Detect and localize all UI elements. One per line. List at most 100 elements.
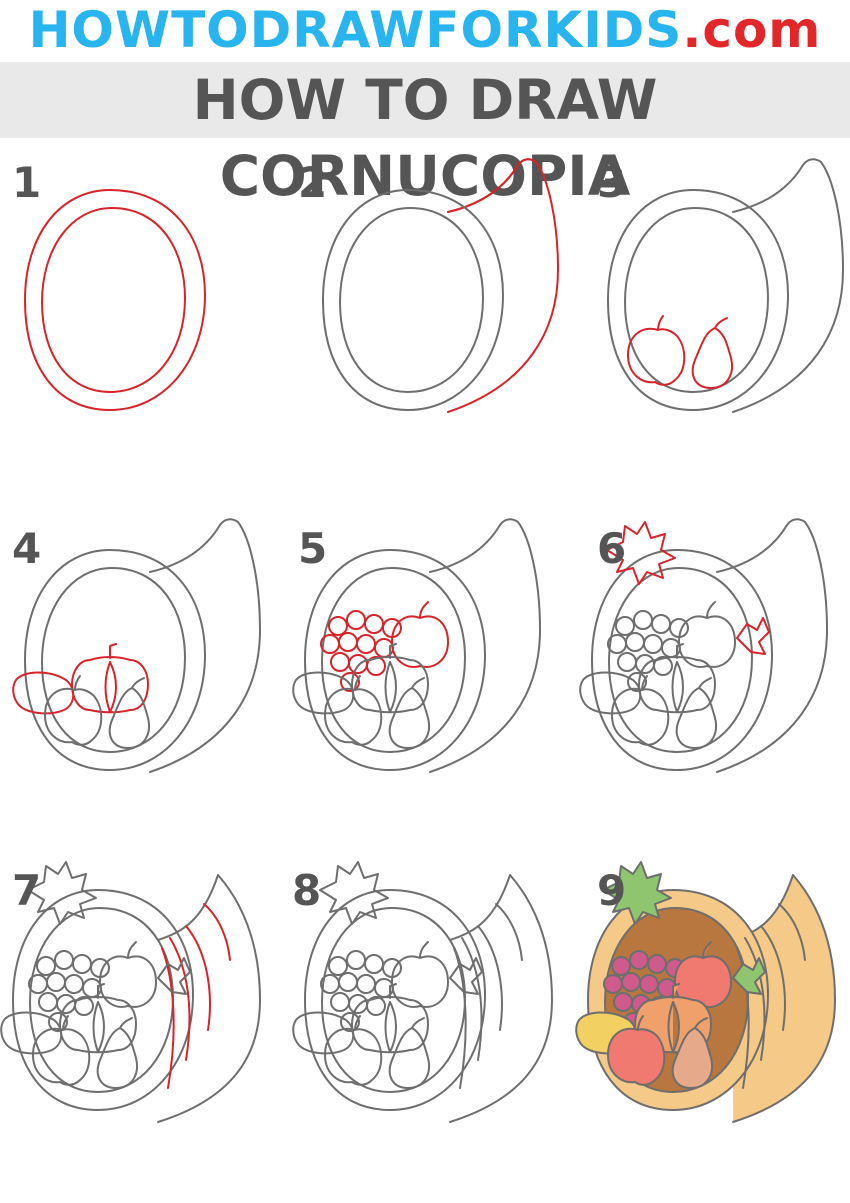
step-number-3: 3 bbox=[597, 158, 627, 207]
apple bbox=[324, 675, 383, 746]
grape-10 bbox=[56, 994, 76, 1014]
basket-rim-inner bbox=[339, 207, 484, 393]
horn-tip bbox=[447, 158, 537, 213]
grape-1 bbox=[328, 956, 348, 976]
grape-9 bbox=[38, 992, 58, 1012]
corn bbox=[0, 1011, 63, 1055]
pumpkin bbox=[351, 643, 429, 714]
page-title: HOW TO DRAW CORNUCOPIA bbox=[192, 68, 658, 208]
grape-7 bbox=[643, 634, 663, 654]
horn-outline bbox=[157, 874, 261, 1123]
basket-rim-inner bbox=[321, 907, 466, 1093]
apple bbox=[44, 675, 103, 746]
grape-1 bbox=[36, 956, 56, 976]
horn-stripe-1 bbox=[495, 903, 523, 961]
basket-rim-inner bbox=[321, 567, 466, 753]
corn bbox=[292, 671, 355, 715]
step-number-7: 7 bbox=[12, 866, 42, 915]
step-3-drawing bbox=[607, 158, 844, 413]
grape-10 bbox=[635, 654, 655, 674]
basket-rim-outer bbox=[607, 189, 789, 411]
grape-1 bbox=[615, 616, 635, 636]
apple bbox=[627, 315, 686, 386]
basket-rim-inner bbox=[41, 207, 186, 393]
basket-rim-outer bbox=[304, 549, 486, 771]
corn bbox=[12, 671, 75, 715]
grape-12 bbox=[340, 672, 360, 692]
horn-outline bbox=[429, 518, 541, 773]
site-domain: HOWTODRAWFORKIDS bbox=[28, 1, 683, 59]
horn-stripe-2 bbox=[477, 925, 503, 1031]
back-apple bbox=[678, 601, 736, 668]
horn-stripe-2 bbox=[760, 925, 786, 1031]
grape-7 bbox=[356, 974, 376, 994]
pumpkin bbox=[638, 643, 716, 714]
basket-rim-outer bbox=[24, 189, 206, 411]
grape-11 bbox=[653, 656, 673, 676]
grape-10 bbox=[348, 994, 368, 1014]
step-2-drawing bbox=[322, 158, 559, 413]
grape-12 bbox=[48, 1012, 68, 1032]
side-leaf bbox=[732, 957, 766, 995]
horn-stripe-1 bbox=[778, 903, 806, 961]
step-5-drawing bbox=[292, 518, 541, 773]
pear bbox=[671, 1017, 713, 1089]
grape-2 bbox=[629, 950, 649, 970]
grape-11 bbox=[74, 996, 94, 1016]
step-4-drawing bbox=[12, 518, 261, 773]
step-8-drawing bbox=[292, 861, 553, 1123]
pear bbox=[675, 677, 717, 749]
basket-rim-inner bbox=[41, 567, 186, 753]
grape-3 bbox=[647, 954, 667, 974]
grape-2 bbox=[54, 950, 74, 970]
basket-rim-outer bbox=[322, 189, 504, 411]
side-leaf bbox=[736, 617, 770, 655]
horn-stripe-3 bbox=[169, 937, 191, 1061]
grape-3 bbox=[72, 954, 92, 974]
grape-6 bbox=[338, 972, 358, 992]
grape-2 bbox=[346, 610, 366, 630]
pear bbox=[388, 677, 430, 749]
basket-rim-outer bbox=[304, 889, 486, 1111]
basket-rim-outer bbox=[24, 549, 206, 771]
pumpkin bbox=[59, 983, 137, 1054]
basket-rim-inner bbox=[608, 567, 753, 753]
pear bbox=[691, 317, 733, 389]
basket-rim-inner bbox=[624, 207, 769, 393]
horn-outline bbox=[149, 518, 261, 773]
horn-outline bbox=[716, 518, 828, 773]
horn-stripe-3 bbox=[461, 937, 483, 1061]
title-band bbox=[0, 62, 850, 138]
side-leaf bbox=[449, 957, 483, 995]
grape-7 bbox=[639, 974, 659, 994]
step-number-2: 2 bbox=[298, 158, 328, 207]
grape-2 bbox=[633, 610, 653, 630]
grape-11 bbox=[366, 656, 386, 676]
horn-outline bbox=[732, 158, 844, 413]
grape-6 bbox=[338, 632, 358, 652]
maple-leaf bbox=[319, 861, 389, 925]
basket-rim-outer bbox=[12, 889, 194, 1111]
grape-5 bbox=[603, 974, 623, 994]
grape-10 bbox=[348, 654, 368, 674]
maple-leaf bbox=[606, 521, 676, 585]
grape-7 bbox=[64, 974, 84, 994]
basket-rim-inner bbox=[29, 907, 174, 1093]
step-number-4: 4 bbox=[12, 524, 42, 573]
horn-stripe-4 bbox=[736, 947, 750, 1089]
horn-stripe-4 bbox=[161, 947, 175, 1089]
pear bbox=[388, 1017, 430, 1089]
grape-9 bbox=[330, 652, 350, 672]
apple bbox=[607, 1015, 666, 1086]
maple-leaf bbox=[27, 861, 97, 925]
step-7-drawing bbox=[0, 861, 261, 1123]
pumpkin bbox=[71, 643, 149, 714]
basket-rim-outer bbox=[591, 549, 773, 771]
horn-stripe-1 bbox=[203, 903, 231, 961]
grape-12 bbox=[627, 672, 647, 692]
site-tld: .com bbox=[682, 1, 822, 59]
pear bbox=[108, 677, 150, 749]
grape-7 bbox=[356, 634, 376, 654]
back-apple bbox=[99, 941, 157, 1008]
grape-9 bbox=[330, 992, 350, 1012]
